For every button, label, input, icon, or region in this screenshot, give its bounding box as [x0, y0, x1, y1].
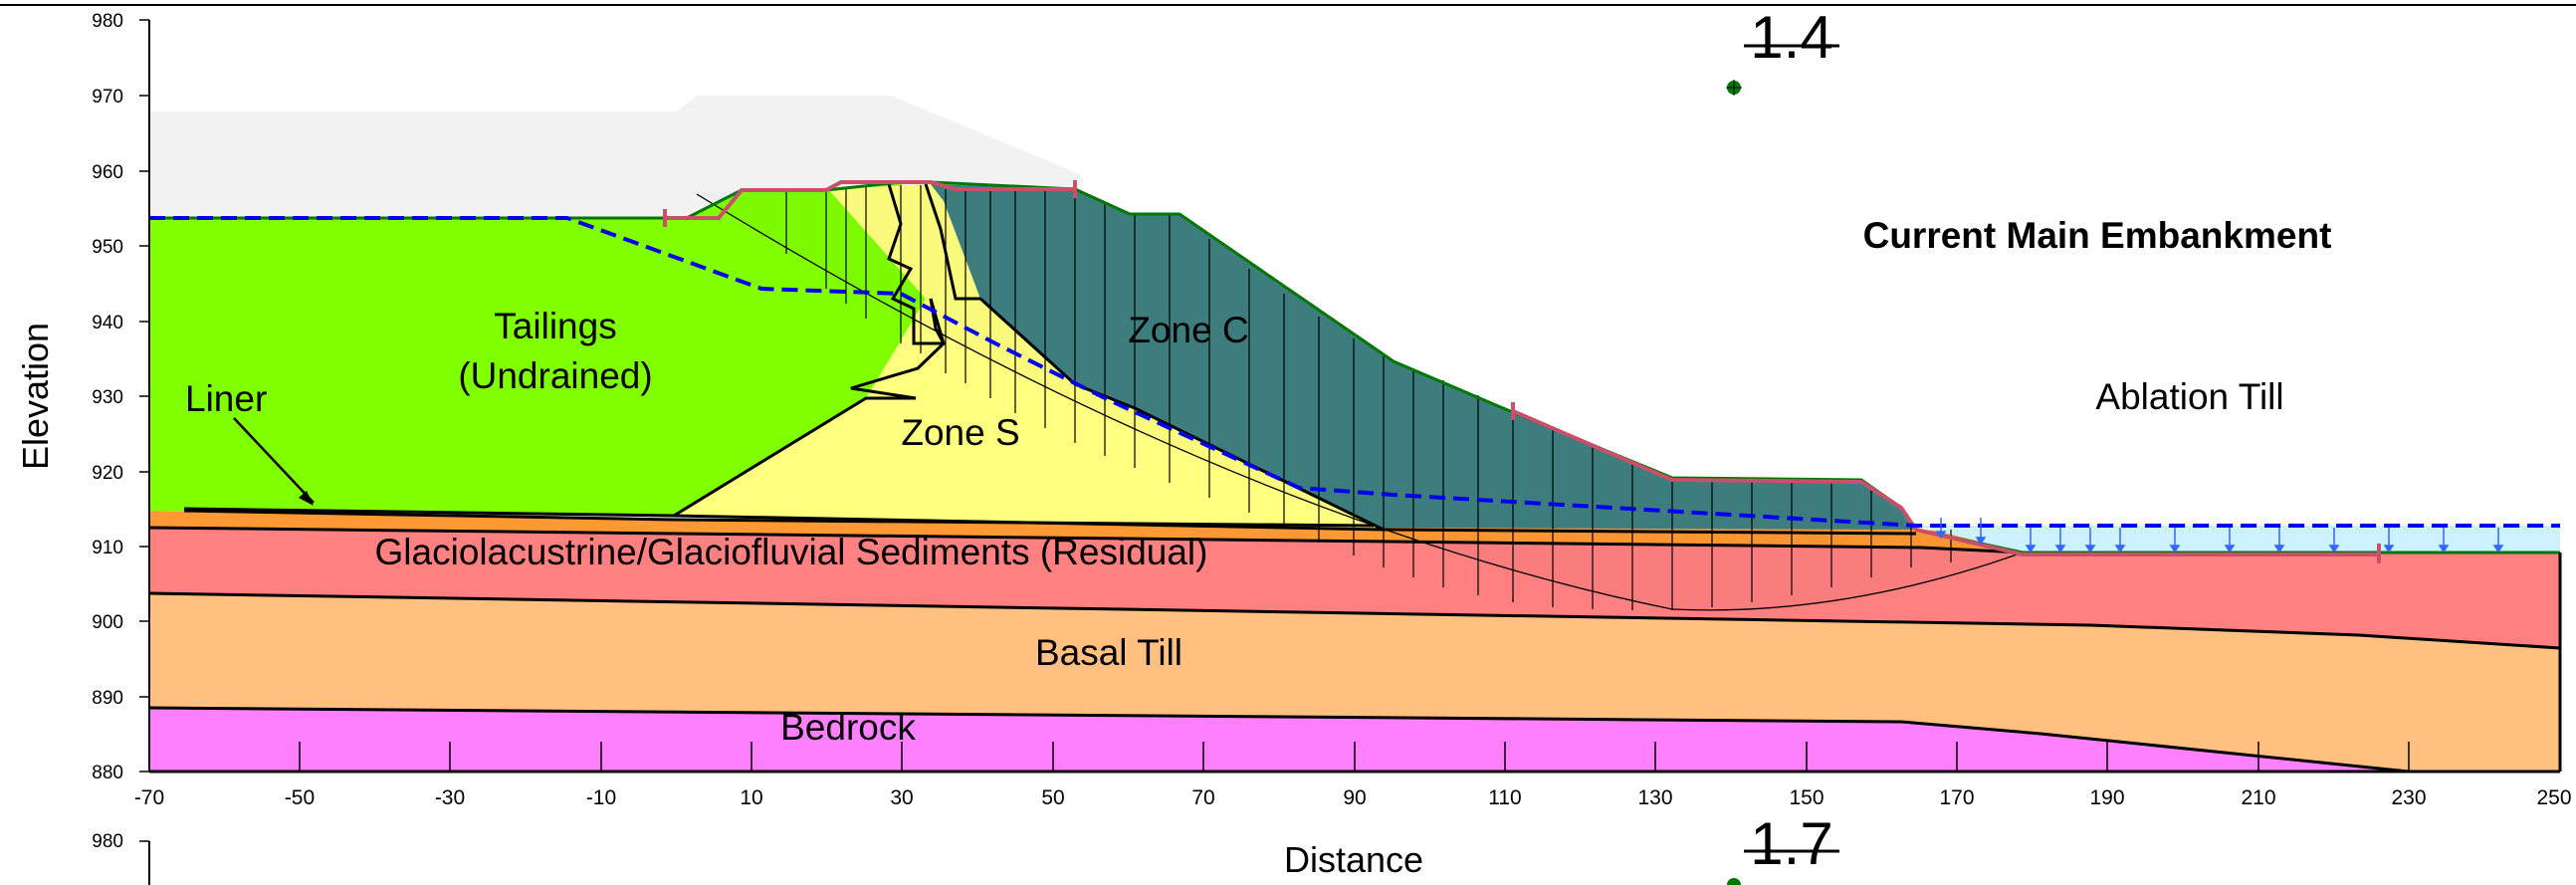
x-tick-label: -10: [586, 786, 616, 809]
liner-leader: [233, 417, 315, 504]
zone-c-label: Zone C: [1128, 310, 1248, 350]
x-tick-label: 10: [740, 786, 762, 809]
x-tick-labels: -70 -50 -30 -10 10 30 50 70 90 110 130 1…: [134, 786, 2572, 809]
x-tick-label: 50: [1041, 786, 1064, 809]
y-axis-title: Elevation: [15, 323, 56, 470]
x-tick-label: 70: [1191, 786, 1214, 809]
material-labels: Tailings (Undrained) Liner Zone C Zone S…: [185, 306, 2284, 748]
y-tick-labels: 980 970 960 950 940 930 920 910 900 890 …: [92, 11, 123, 783]
x-tick-label: 210: [2241, 786, 2275, 809]
zone-s-label: Zone S: [901, 412, 1019, 453]
basal-till-region: [149, 593, 2560, 772]
slip-surface-arc: [696, 193, 2024, 611]
glaciolacustrine-region: [149, 528, 2560, 648]
slice-lines: [785, 185, 1952, 610]
x-tick-label: 130: [1637, 786, 1672, 809]
x-tick-label: 170: [1939, 786, 1974, 809]
x-tick-label: 30: [890, 786, 913, 809]
phreatic-surface: [149, 216, 2560, 528]
y-tick-label: 970: [92, 87, 123, 108]
panel2-slip-centre-point: [1727, 878, 1741, 885]
y-tick-label: 880: [92, 763, 123, 783]
y-tick-label: 980: [92, 11, 123, 32]
y-tick-label: 900: [92, 612, 123, 633]
y-tick-label: 910: [92, 538, 123, 558]
slip-exit-line: [1512, 409, 2379, 556]
panel2-y-tick-label: 980: [92, 831, 123, 852]
slip-entry-exit-line: [665, 180, 1075, 220]
x-tick-label: 230: [2391, 786, 2426, 809]
section-title: Current Main Embankment: [1863, 215, 2332, 256]
x-axis-ticks: [148, 742, 2561, 772]
glacio-label: Glaciolacustrine/Glaciofluvial Sediments…: [375, 532, 1208, 572]
x-tick-label: -50: [285, 786, 315, 809]
layer-boundaries: [149, 507, 2560, 772]
y-tick-label: 930: [92, 387, 123, 408]
x-tick-label: -70: [134, 786, 164, 809]
x-tick-label: 150: [1789, 786, 1824, 809]
tailings-region: [149, 182, 931, 516]
tailings-label: Tailings: [494, 306, 616, 346]
bedrock-region: [149, 708, 2409, 772]
y-tick-label: 960: [92, 162, 123, 183]
y-tick-label: 950: [92, 237, 123, 258]
x-tick-label: 250: [2536, 786, 2571, 809]
ablation-till-label: Ablation Till: [2095, 376, 2283, 417]
x-tick-label: 90: [1343, 786, 1366, 809]
x-tick-label: 110: [1488, 786, 1521, 809]
factor-of-safety-label: 1.4: [1750, 4, 1832, 71]
x-axis-title: Distance: [1284, 839, 1423, 880]
liner-arrowhead: [299, 491, 314, 506]
water-zone-region: [1916, 526, 2560, 553]
tailings-sublabel: (Undrained): [458, 355, 652, 396]
x-tick-label: -30: [435, 786, 465, 809]
basal-till-label: Basal Till: [1035, 632, 1182, 673]
y-axis-ticks: [139, 19, 149, 773]
core-boundary-2: [924, 183, 980, 301]
liner-label: Liner: [185, 378, 267, 419]
x-tick-label: 190: [2089, 786, 2124, 809]
y-tick-label: 920: [92, 463, 123, 484]
panel2-factor-of-safety-label: 1.7: [1750, 810, 1832, 877]
cross-section: [149, 96, 2560, 772]
y-tick-label: 890: [92, 688, 123, 709]
core-boundary: [887, 183, 947, 345]
water-pressure-arrows: [1935, 518, 2504, 553]
y-tick-label: 940: [92, 313, 123, 333]
zone-c-region: [931, 184, 1916, 530]
bedrock-label: Bedrock: [780, 707, 916, 748]
